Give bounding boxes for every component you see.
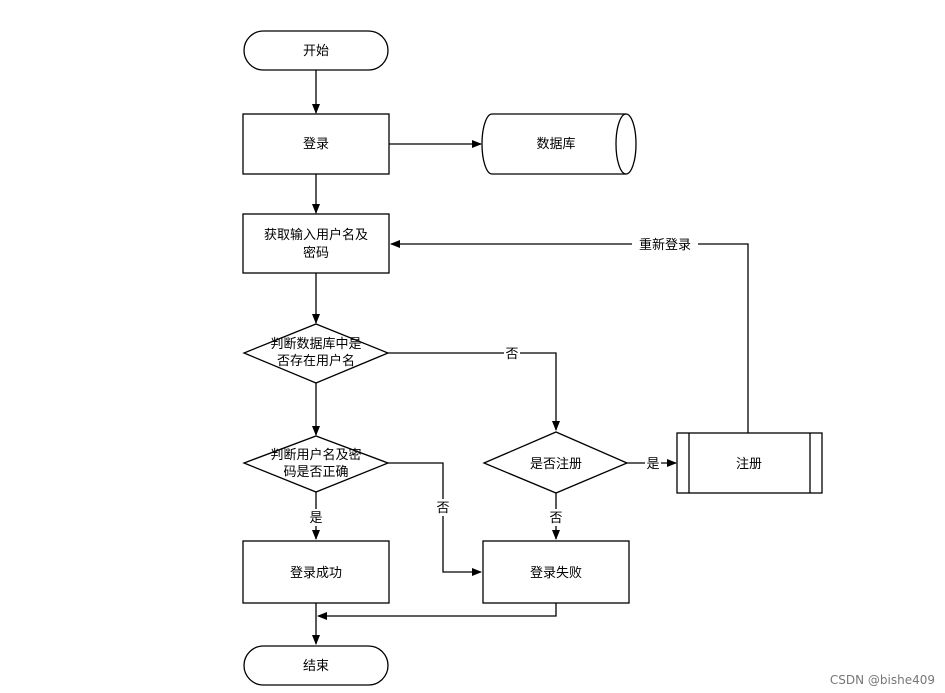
check-user-label-line1: 判断数据库中是: [270, 336, 361, 352]
end-node: 结束: [243, 645, 389, 686]
check-user-label-line2: 否存在用户名: [277, 353, 355, 369]
check-password-label-line1: 判断用户名及密: [270, 447, 361, 463]
database-label: 数据库: [536, 136, 575, 152]
login-success-node: 登录成功: [242, 540, 390, 604]
get-input-node: 获取输入用户名及 密码: [242, 213, 390, 274]
start-label: 开始: [303, 44, 329, 59]
no-register-label: 否: [549, 511, 562, 526]
relogin-label: 重新登录: [639, 237, 691, 253]
end-label: 结束: [303, 659, 329, 674]
check-password-decision: 判断用户名及密 码是否正确: [242, 435, 390, 493]
start-node: 开始: [243, 30, 389, 71]
edge-checkpwd-fail: [388, 462, 482, 576]
login-fail-label: 登录失败: [530, 566, 582, 581]
login-fail-node: 登录失败: [482, 540, 630, 604]
ask-register-decision: 是否注册: [482, 431, 629, 494]
get-input-label-line1: 获取输入用户名及: [264, 227, 368, 243]
login-success-label: 登录成功: [290, 566, 342, 581]
user-not-exist-label: 否: [505, 347, 518, 362]
connectors: [312, 70, 749, 645]
ask-register-label: 是否注册: [530, 457, 582, 472]
edge-fail-end: [317, 603, 557, 620]
check-user-decision: 判断数据库中是 否存在用户名: [242, 323, 390, 384]
register-node: 注册: [676, 432, 823, 494]
login-node: 登录: [242, 113, 390, 175]
register-label: 注册: [736, 457, 762, 472]
login-label: 登录: [303, 137, 329, 152]
edge-checkuser-askregister: [388, 352, 560, 431]
get-input-label-line2: 密码: [303, 245, 329, 261]
watermark: CSDN @bishe409: [829, 673, 935, 687]
password-correct-label: 是: [309, 511, 322, 526]
edge-register-input: [390, 240, 749, 433]
edge-labels: 重新登录 否 否 是 是 否: [308, 235, 698, 526]
password-wrong-label: 否: [436, 501, 449, 516]
database-node: 数据库: [481, 113, 637, 175]
check-password-label-line2: 码是否正确: [283, 465, 348, 480]
want-register-label: 是: [646, 457, 659, 472]
